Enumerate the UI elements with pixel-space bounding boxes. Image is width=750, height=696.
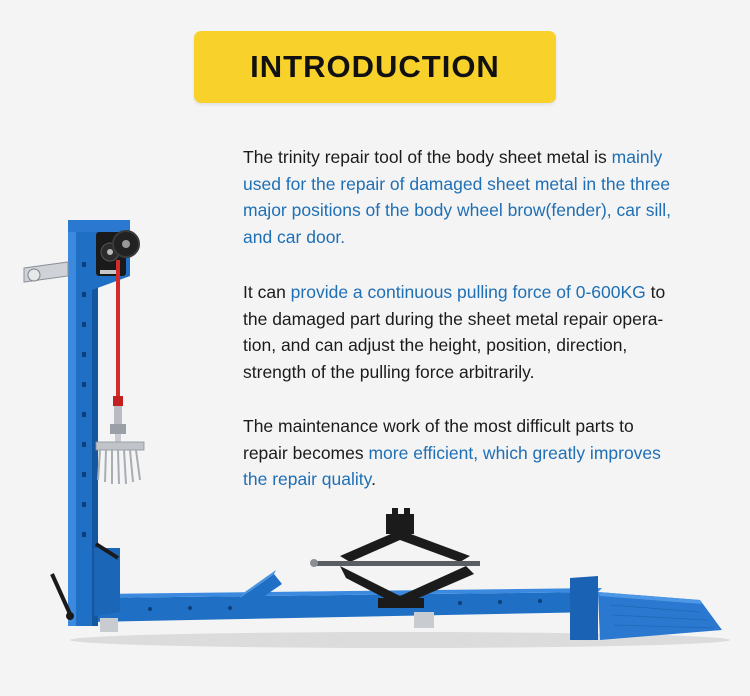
highlighted-text: major positions of the body wheel brow(f…	[243, 200, 671, 220]
title-badge: INTRODUCTION	[194, 31, 556, 103]
body-text: tion, and can adjust the height, positio…	[243, 335, 628, 355]
text-line: The trinity repair tool of the body shee…	[243, 144, 713, 171]
scissor-jack	[310, 508, 480, 628]
tool-shadow	[70, 632, 730, 648]
body-text: the damaged part during the sheet metal …	[243, 308, 664, 329]
body-text: The trinity repair tool of the body shee…	[243, 147, 612, 167]
paragraph-2: It can provide a continuous pulling forc…	[243, 279, 713, 385]
text-line: strength of the pulling force arbitraril…	[243, 359, 713, 386]
body-text: strength of the pulling force arbitraril…	[243, 361, 535, 382]
page-title: INTRODUCTION	[250, 49, 500, 84]
angled-arm	[240, 574, 282, 606]
highlighted-text: mainly	[611, 147, 663, 167]
text-line: The maintenance work of the most difficu…	[243, 413, 713, 440]
highlighted-text: the repair quality	[243, 469, 372, 489]
text-line: repair becomes more efficient, which gre…	[243, 440, 713, 467]
highlighted-text: used for the repair of damaged sheet met…	[243, 173, 671, 194]
comb-clamp	[95, 441, 145, 451]
body-text: It can	[243, 282, 291, 302]
text-line: used for the repair of damaged sheet met…	[243, 171, 713, 198]
text-line: and car door.	[243, 224, 713, 251]
highlighted-text: provide a continuous pulling force of 0-…	[290, 282, 646, 302]
base-beam	[90, 592, 598, 622]
body-text: repair becomes	[243, 442, 369, 463]
text-line: It can provide a continuous pulling forc…	[243, 279, 713, 306]
paragraph-3: The maintenance work of the most difficu…	[243, 413, 713, 493]
paragraph-1: The trinity repair tool of the body shee…	[243, 144, 713, 250]
highlighted-text: more efficient, which greatly improves	[368, 442, 661, 463]
text-line: the repair quality.	[243, 466, 713, 493]
red-strap	[116, 260, 120, 400]
body-text: The maintenance work of the most difficu…	[243, 416, 634, 436]
body-text: .	[371, 469, 376, 489]
foot-plate	[598, 592, 722, 640]
text-line: tion, and can adjust the height, positio…	[243, 332, 713, 359]
highlighted-text: and car door.	[243, 226, 346, 247]
body-text: to	[645, 282, 666, 302]
text-line: the damaged part during the sheet metal …	[243, 306, 713, 333]
text-line: major positions of the body wheel brow(f…	[243, 197, 713, 224]
